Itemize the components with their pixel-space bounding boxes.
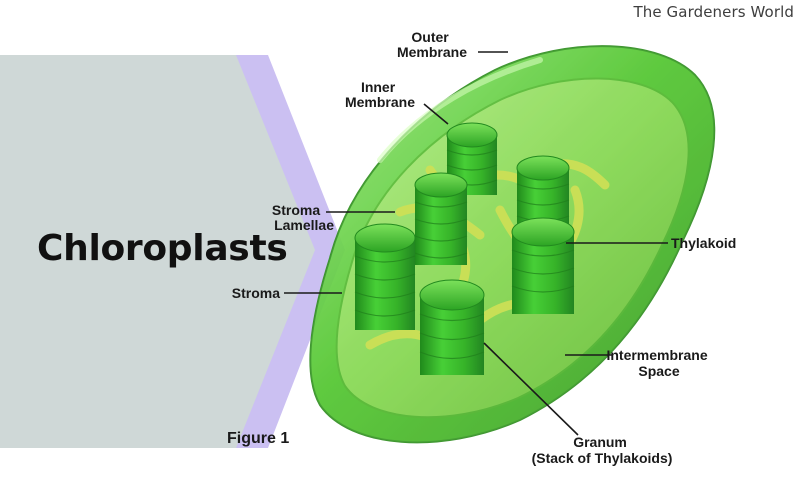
label-stroma: Stroma	[232, 285, 280, 301]
label-stroma-lamellae: Stroma Lamellae	[272, 202, 334, 233]
leader-granum	[483, 342, 579, 436]
label-intermembrane-space: Intermembrane Space	[606, 347, 711, 379]
granum-stack	[354, 223, 416, 330]
leader-inner-membrane	[423, 103, 449, 125]
label-inner-membrane: Inner Membrane	[345, 79, 415, 110]
leader-lines	[284, 51, 668, 436]
granum-stack	[419, 279, 485, 375]
chloroplast-front-shell	[310, 46, 715, 443]
granum-stack	[511, 217, 575, 314]
label-outer-membrane: Outer Membrane	[397, 29, 467, 60]
figure-caption: Figure 1	[227, 430, 289, 447]
page-title: Chloroplasts	[37, 228, 288, 269]
label-granum: Granum (Stack of Thylakoids)	[532, 434, 673, 466]
label-thylakoid: Thylakoid	[671, 235, 736, 251]
granum-stack	[446, 122, 498, 195]
site-name: The Gardeners World	[633, 3, 794, 21]
granum-stack	[414, 172, 468, 265]
title-panel	[0, 55, 315, 448]
